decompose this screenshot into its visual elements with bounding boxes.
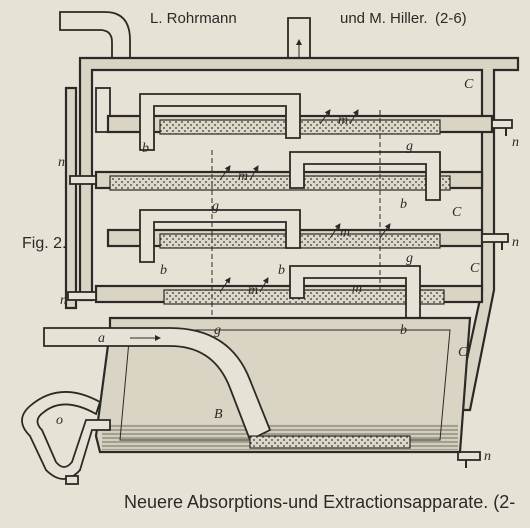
heating-coil-B	[249, 435, 411, 449]
label-B: B	[214, 407, 223, 422]
author-right: und M. Hiller.	[340, 10, 428, 27]
label-n-4: n	[60, 293, 67, 308]
label-m-4: m	[248, 283, 258, 298]
tap-left-4	[67, 291, 97, 308]
label-b-4: b	[278, 263, 285, 278]
label-b-1: b	[142, 141, 149, 156]
siphon-3	[139, 209, 301, 263]
label-m-2: m	[238, 169, 248, 184]
label-o: o	[56, 413, 63, 428]
label-m-5: m	[352, 281, 362, 296]
label-n-2: n	[58, 155, 65, 170]
siphon-trap-o	[21, 391, 111, 480]
label-b-5: b	[400, 323, 407, 338]
header-ref: (2-6)	[435, 10, 467, 27]
tap-bottom	[457, 451, 481, 468]
label-m-1: m	[338, 113, 348, 128]
label-n-1: n	[512, 135, 519, 150]
left-pipe	[95, 87, 111, 133]
label-a: a	[98, 331, 105, 346]
inlet-bend-pipe	[59, 11, 131, 59]
label-m-3: m	[340, 225, 350, 240]
label-C-2: C	[452, 205, 462, 220]
label-C-3: C	[470, 261, 480, 276]
label-g-4: g	[214, 323, 221, 338]
label-C-4: C	[458, 345, 468, 360]
label-g-3: g	[406, 251, 413, 266]
left-column	[64, 86, 78, 310]
label-g-1: g	[406, 139, 413, 154]
label-b-2: b	[400, 197, 407, 212]
siphon-1	[139, 93, 301, 151]
basket-2	[109, 175, 451, 191]
author-left: L. Rohrmann	[150, 10, 237, 27]
label-n-5: n	[484, 449, 491, 464]
inlet-pipe-a	[43, 327, 272, 442]
siphon-2	[289, 151, 441, 201]
tap-right-1	[491, 119, 513, 136]
label-n-3: n	[512, 235, 519, 250]
tap-left-2	[69, 175, 97, 192]
label-b-3: b	[160, 263, 167, 278]
label-g-2: g	[212, 199, 219, 214]
figure-label: Fig. 2.	[22, 235, 66, 252]
tap-right-3	[481, 233, 509, 250]
label-C-1: C	[464, 77, 474, 92]
caption: Neuere Absorptions-und Extractionsappara…	[124, 492, 515, 512]
lower-vessel-inner	[119, 329, 451, 441]
trap-plug	[65, 475, 79, 485]
